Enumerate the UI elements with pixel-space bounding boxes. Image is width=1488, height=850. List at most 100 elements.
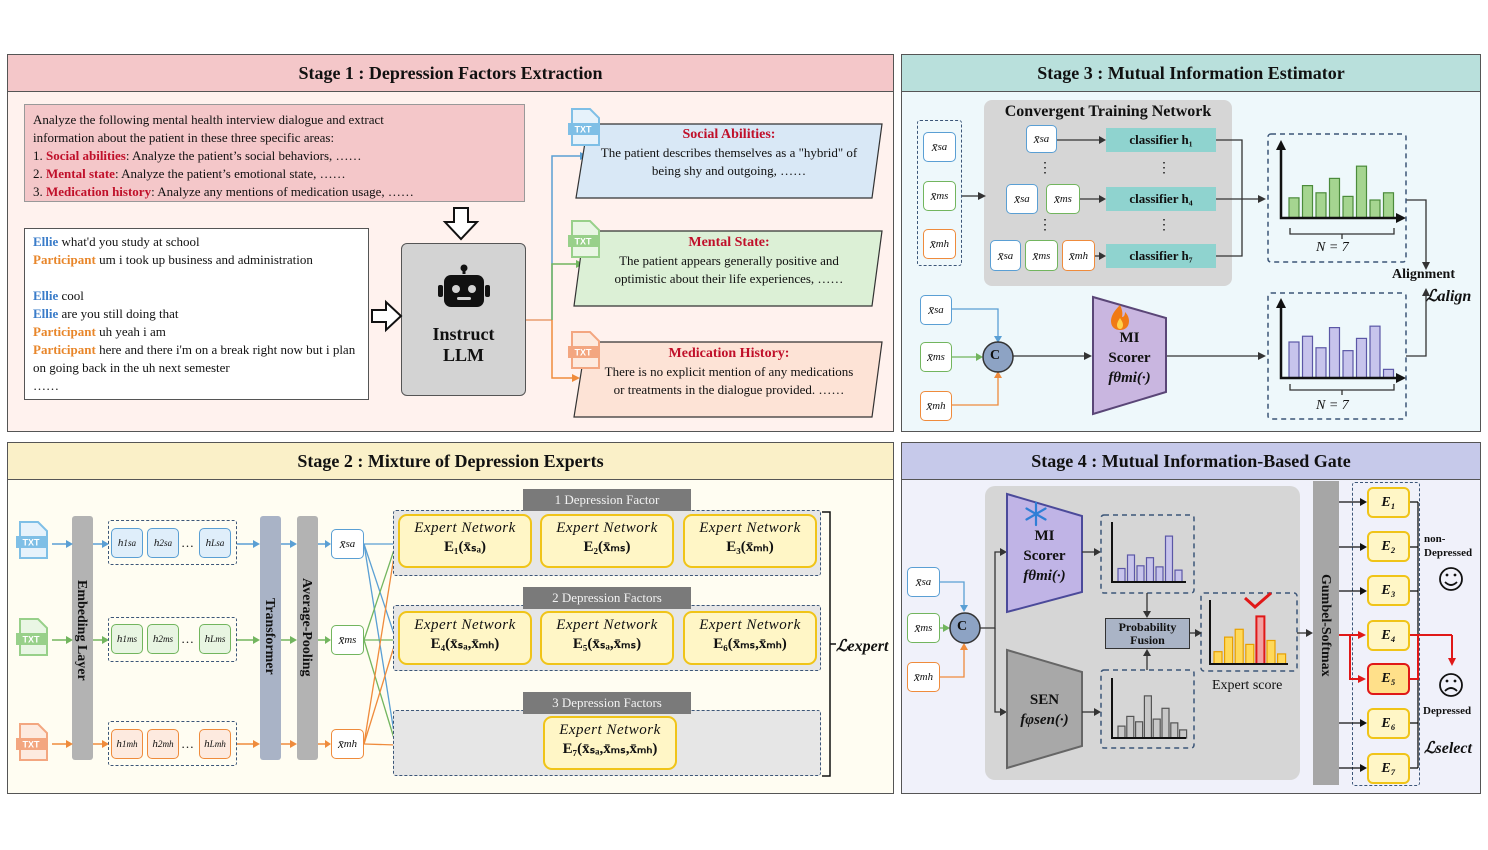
mi-scorer-line-2: Scorer: [1108, 350, 1151, 366]
selection-check-icon: [1243, 591, 1272, 610]
stage3-connectors: [948, 133, 1430, 420]
non-depressed-line-2: Depressed: [1424, 547, 1473, 559]
output-social-body: The patient describes themselves as a "h…: [600, 145, 858, 178]
txt-file-icon-ms: TXT: [16, 618, 48, 656]
sen-label: SEN fφsen(·): [1007, 690, 1082, 730]
histogram-bar: [1234, 628, 1244, 665]
pooling-label: Average-Pooling: [299, 578, 314, 677]
txt-icon-label: TXT: [575, 348, 593, 358]
histogram-bar: [1161, 707, 1170, 739]
chip-sa-h7: x̄sa: [990, 240, 1021, 271]
histogram-bar: [1126, 715, 1135, 739]
histogram-bar: [1174, 569, 1183, 583]
dialogue-box: Ellie what'd you study at school Partici…: [24, 228, 369, 400]
prompt-item-3: 3. Medication history: Analyze any menti…: [33, 184, 414, 199]
selected-expert-4: E₄: [1367, 620, 1410, 651]
expert-name: Expert Network: [699, 617, 801, 633]
txt-icon-label: TXT: [575, 237, 593, 247]
expert-formula: E₆(x̄ₘₛ,x̄ₘₕ): [713, 636, 787, 652]
non-depressed-line-1: non-: [1424, 533, 1446, 545]
expert-formula: E₇(x̄ₛₐ,x̄ₘₛ,x̄ₘₕ): [562, 741, 658, 757]
ellipsis: ⋮: [1038, 161, 1052, 176]
mi-scorer-line-1: MI: [1119, 330, 1140, 346]
probability-fusion-box: Probability Fusion: [1105, 618, 1190, 649]
expert-name: Expert Network: [556, 520, 658, 536]
expert-formula: E₅(x̄ₛₐ,x̄ₘₛ): [572, 636, 642, 652]
chip-mh-h7: x̄mh: [1062, 240, 1095, 271]
robot-icon: [438, 264, 490, 307]
llm-label-1: Instruct: [432, 324, 495, 344]
sen-line-2: fφsen(·): [1020, 712, 1069, 728]
ellipsis: …: [181, 535, 194, 550]
histogram-bar: [1255, 615, 1266, 666]
dialogue-line-2: Participant um i took up business and ad…: [33, 252, 313, 267]
expert-score-label: Expert score: [1212, 678, 1283, 693]
output-mental-body: The patient appears generally positive a…: [614, 253, 844, 286]
txt-icon-label: TXT: [575, 125, 593, 135]
transformer-label: Transformer: [262, 598, 277, 675]
happy-face-icon: [1439, 567, 1463, 591]
dialogue-line-5: Participant uh yeah i am: [33, 324, 166, 339]
factor-group-2-label: 2 Depression Factors: [523, 587, 691, 609]
mi-scorer-label: MI Scorer fθmi(·): [1093, 328, 1166, 388]
expert-name: Expert Network: [556, 617, 658, 633]
selected-expert-3: E₃: [1367, 575, 1410, 606]
align-loss-label: ℒalign: [1426, 288, 1472, 305]
non-depressed-label: non- Depressed: [1424, 532, 1472, 560]
txt-file-icon-social: TXT: [568, 108, 600, 146]
concat-label: C: [990, 348, 1001, 363]
chip-sa-h4: x̄sa: [1006, 184, 1038, 214]
prompt-box: Analyze the following mental health inte…: [24, 104, 525, 202]
dialogue-line-3: Ellie cool: [33, 288, 84, 303]
transformer-bar: [260, 516, 281, 760]
chip-mh-s3: x̄mh: [920, 391, 952, 421]
concat-label: C: [957, 619, 968, 634]
dialogue-line-6: Participant here and there i'm on a brea…: [33, 342, 356, 375]
mi-scorer-line-3: fθmi(·): [1023, 568, 1066, 584]
output-social-heading: Social Abilities:: [682, 127, 776, 142]
selected-expert-6: E₆: [1367, 708, 1410, 739]
histogram-bar: [1152, 718, 1161, 739]
output-medication-heading: Medication History:: [668, 346, 790, 361]
pooling-bar: [297, 516, 318, 760]
stage3-title: Stage 3 : Mutual Information Estimator: [902, 55, 1480, 92]
txt-icon-label: TXT: [23, 538, 41, 548]
chip-ms-pooled: x̄ms: [331, 625, 364, 655]
histogram-bar: [1117, 567, 1126, 583]
output-medication: Medication History: There is no explicit…: [600, 345, 858, 399]
dialogue-ellipsis: ……: [33, 378, 59, 393]
fusion-line-2: Fusion: [1130, 633, 1165, 647]
ellipsis: …: [181, 631, 194, 646]
selected-expert-1: E₁: [1367, 487, 1410, 518]
histogram-bar: [1266, 639, 1276, 665]
expert-name: Expert Network: [699, 520, 801, 536]
classifier-h1: classifier h₁: [1106, 128, 1216, 152]
purple-histogram: [1288, 325, 1395, 379]
ellipsis: ⋮: [1157, 218, 1171, 233]
convergent-network-title: Convergent Training Network: [1004, 103, 1212, 120]
chip-ms-s3: x̄ms: [920, 342, 952, 372]
expert-name: Expert Network: [414, 617, 516, 633]
histogram-bar: [1276, 653, 1287, 665]
gumbel-softmax-label: Gumbel-Softmax: [1318, 574, 1333, 677]
chip-mh-input: x̄mh: [923, 229, 956, 259]
histogram-bar: [1245, 643, 1255, 665]
expert-name: Expert Network: [559, 722, 661, 738]
chip-mh-s4: x̄mh: [907, 662, 940, 692]
output-mental-heading: Mental State:: [688, 235, 770, 250]
snowflake-icon: [1025, 501, 1047, 527]
flame-icon: [1111, 305, 1129, 330]
chip-ms-s4: x̄ms: [907, 613, 940, 643]
chip-sa-pooled: x̄sa: [331, 529, 364, 559]
